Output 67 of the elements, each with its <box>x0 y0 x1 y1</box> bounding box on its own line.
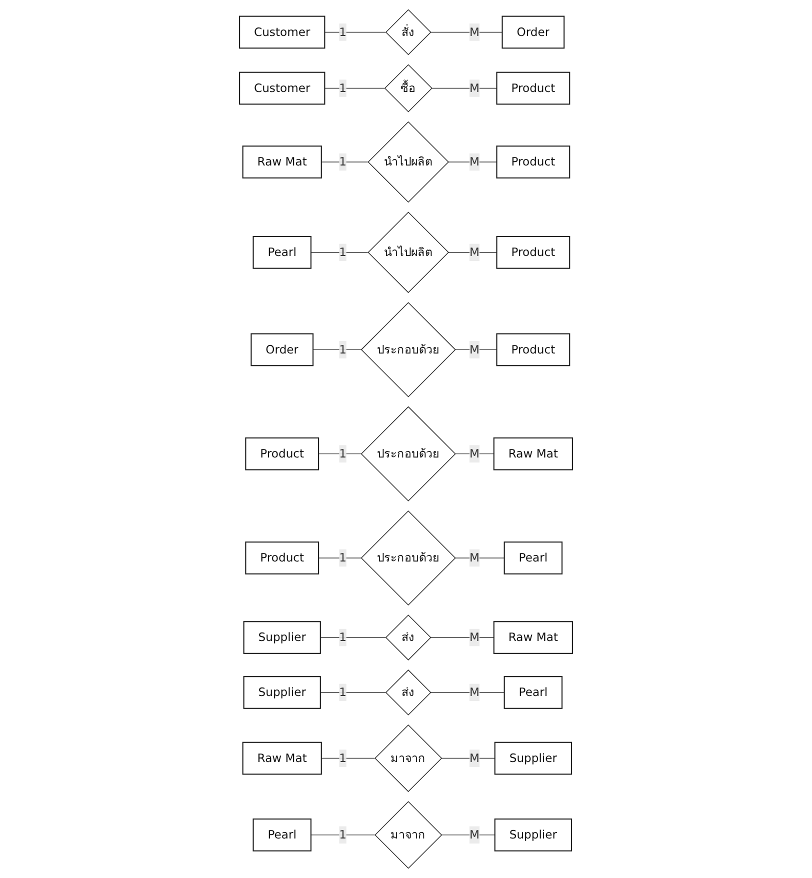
connector <box>310 252 368 253</box>
edge-label: 1 <box>339 828 347 842</box>
node-box: Supplier <box>243 621 321 654</box>
node-box: Raw Mat <box>242 146 322 178</box>
node-diamond: มาจาก <box>374 801 442 869</box>
connector <box>324 32 386 33</box>
connector <box>430 637 494 638</box>
connector <box>430 32 503 33</box>
edge-label: 1 <box>339 751 347 765</box>
node-box: Pearl <box>504 676 563 709</box>
connector <box>310 834 376 836</box>
node-box: Product <box>496 236 570 269</box>
edge-label: M <box>469 24 480 39</box>
connector <box>321 758 376 759</box>
node-box: Customer <box>239 16 326 49</box>
connector <box>320 692 386 693</box>
node-box: Supplier <box>494 742 572 775</box>
edge-label: M <box>469 154 480 169</box>
edge-label: 1 <box>339 154 347 169</box>
node-box: Supplier <box>494 818 572 852</box>
node-diamond: ส่ง <box>385 670 432 716</box>
edge-label: 1 <box>339 24 347 39</box>
node-box: Customer <box>239 72 326 105</box>
node-diamond: นำไปผลิต <box>368 212 449 294</box>
edge-label: M <box>469 828 480 842</box>
node-box: Product <box>496 333 570 366</box>
connector <box>318 453 362 454</box>
edge-label: 1 <box>339 446 347 460</box>
edge-label: 1 <box>339 342 347 356</box>
edge-label: M <box>469 685 480 699</box>
node-box: Product <box>496 146 570 178</box>
edge-label: M <box>469 245 480 259</box>
edge-label: M <box>469 630 480 644</box>
node-box: Pearl <box>252 236 312 269</box>
node-box: Raw Mat <box>242 742 322 775</box>
connector <box>312 349 362 350</box>
edge-label: 1 <box>339 245 347 259</box>
node-box: Pearl <box>252 818 312 852</box>
node-diamond: ส่ง <box>385 614 432 660</box>
node-diamond: ซื้อ <box>384 64 432 112</box>
node-box: Supplier <box>243 676 321 709</box>
node-box: Product <box>245 437 320 470</box>
edge-label: 1 <box>339 630 347 644</box>
edge-label: 1 <box>339 81 347 95</box>
edge-label: M <box>469 446 480 460</box>
node-diamond: นำไปผลิต <box>368 121 449 203</box>
node-box: Product <box>496 72 570 105</box>
connector <box>324 88 385 89</box>
node-diamond: ประกอบด้วย <box>360 302 456 398</box>
edge-label: M <box>469 751 480 765</box>
connector <box>320 637 386 638</box>
edge-label: M <box>469 342 480 356</box>
node-box: Pearl <box>504 542 563 574</box>
edge-label: M <box>469 550 480 564</box>
connector <box>430 692 505 693</box>
node-box: Product <box>245 542 320 574</box>
edge-label: M <box>469 81 480 95</box>
node-box: Order <box>502 16 565 49</box>
node-diamond: สั่ง <box>385 9 432 56</box>
node-box: Order <box>250 333 314 366</box>
edge-label: 1 <box>339 685 347 699</box>
edge-label: 1 <box>339 550 347 564</box>
node-diamond: มาจาก <box>374 724 442 792</box>
node-box: Raw Mat <box>493 437 573 470</box>
node-diamond: ประกอบด้วย <box>360 406 456 502</box>
node-diamond: ประกอบด้วย <box>360 510 456 606</box>
node-box: Raw Mat <box>493 621 573 654</box>
